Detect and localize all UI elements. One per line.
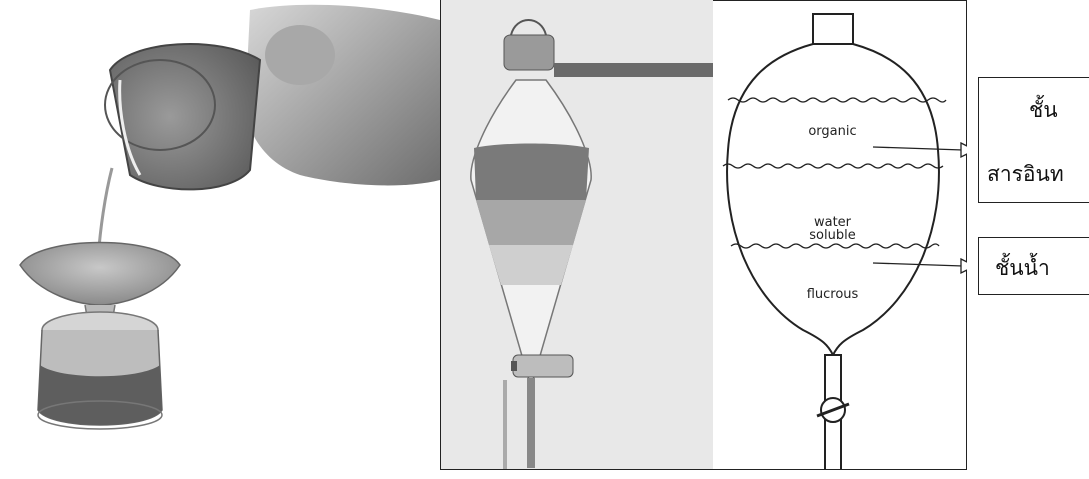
water-layer-callout: ชั้นน้ำ [978, 237, 1089, 295]
separatory-funnel-photo [441, 0, 713, 469]
organic-layer-label: organic [770, 125, 895, 138]
organic-layer-callout: ชั้น สารอินท [978, 77, 1089, 203]
pouring-filtration-photo [0, 0, 440, 479]
funnel-outline [727, 44, 939, 355]
fluorous-layer-label: flucrous [770, 288, 895, 301]
water-callout-label: ชั้นน้ำ [995, 252, 1050, 285]
water-layer-label-line2: soluble [770, 229, 895, 242]
stopper-neck [813, 14, 853, 44]
organic-callout-line2: สารอินท [987, 158, 1064, 191]
organic-callout-line1: ชั้น [1029, 94, 1058, 127]
